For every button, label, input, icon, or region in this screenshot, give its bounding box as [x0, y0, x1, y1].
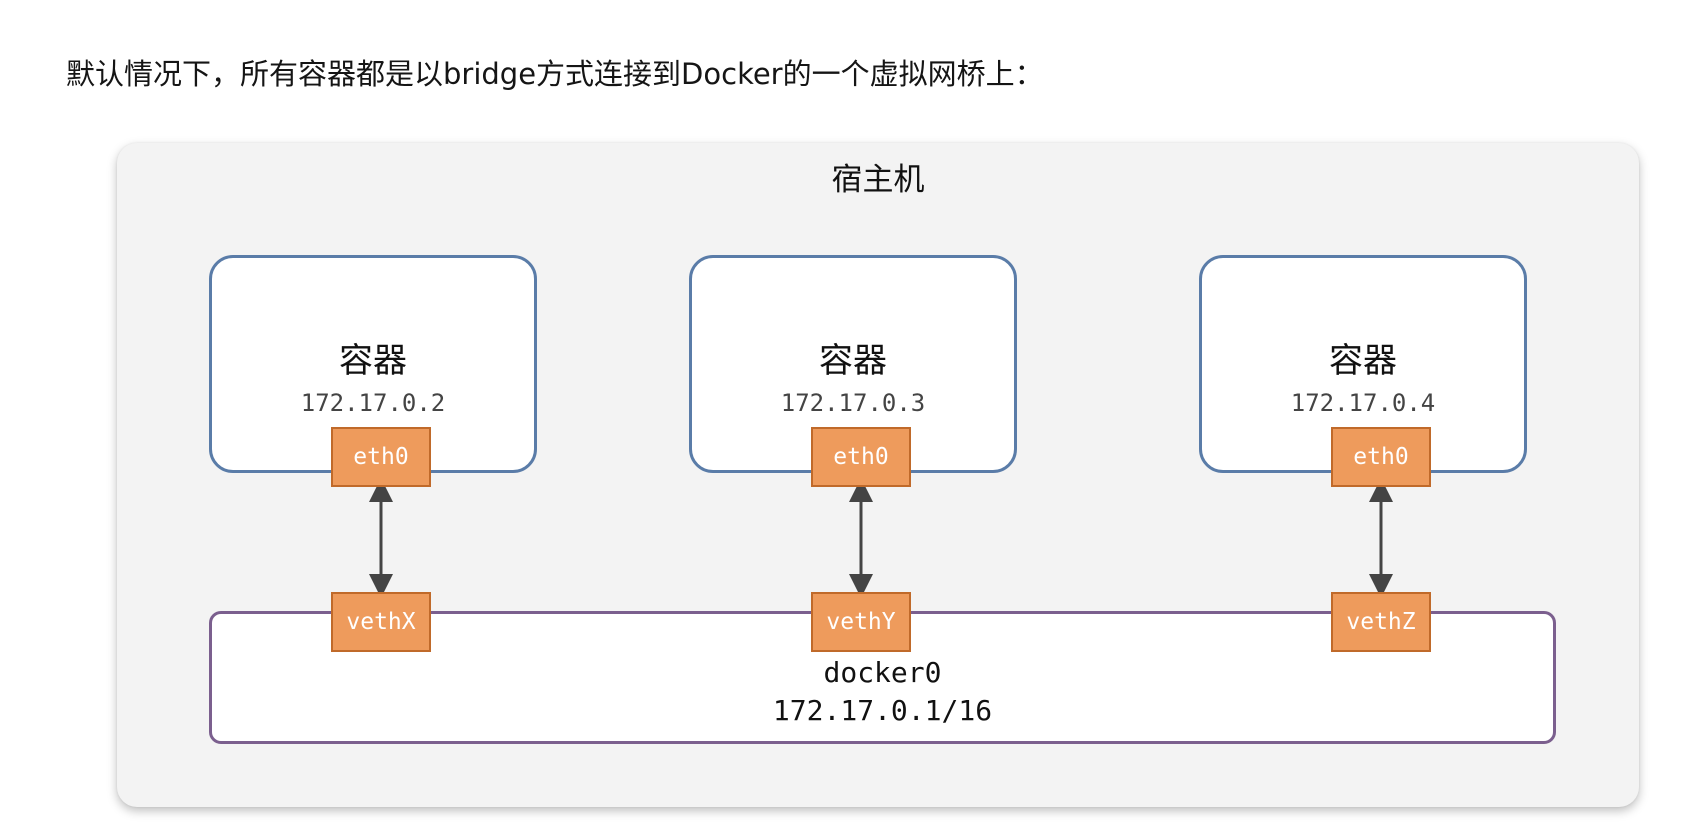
- container-1-ip: 172.17.0.2: [300, 389, 446, 417]
- container-2-eth0: eth0: [811, 427, 911, 487]
- container-1-title: 容器: [339, 341, 407, 381]
- host-title: 宿主机: [831, 162, 925, 198]
- container-2-ip: 172.17.0.3: [780, 389, 926, 417]
- bridge-ip: 172.17.0.1/16: [772, 694, 993, 727]
- bridge-name: docker0: [823, 656, 942, 689]
- container-3-title: 容器: [1329, 341, 1397, 381]
- vethx: vethX: [331, 592, 431, 652]
- container-3-ip: 172.17.0.4: [1290, 389, 1436, 417]
- container-2-title: 容器: [819, 341, 887, 381]
- vethz: vethZ: [1331, 592, 1431, 652]
- container-3-eth0: eth0: [1331, 427, 1431, 487]
- intro-text: 默认情况下，所有容器都是以bridge方式连接到Docker的一个虚拟网桥上：: [66, 57, 1044, 91]
- host-machine: 宿主机 容器 172.17.0.2 容器 172.17.0.3 容器 172.1…: [117, 143, 1639, 807]
- container-1-eth0: eth0: [331, 427, 431, 487]
- vethy: vethY: [811, 592, 911, 652]
